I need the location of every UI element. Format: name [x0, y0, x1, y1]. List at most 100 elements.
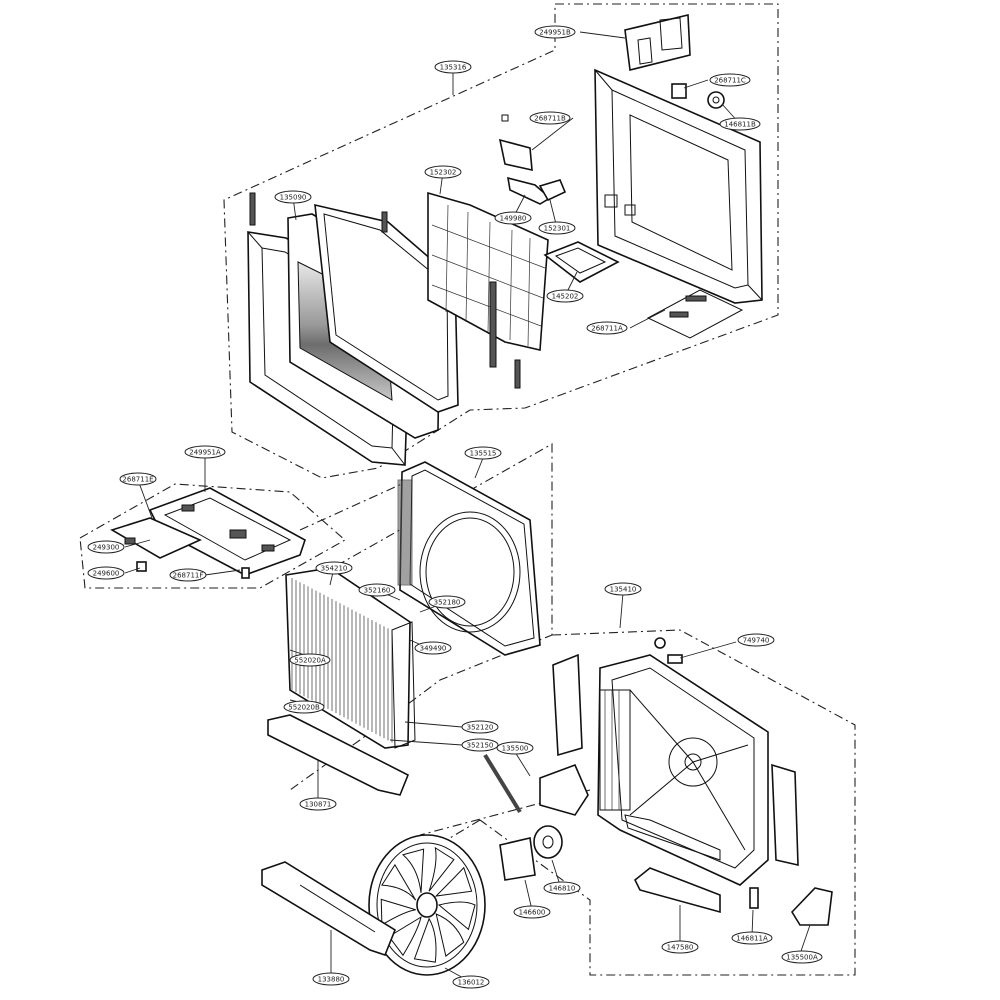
control-panel-plate	[110, 517, 202, 559]
part-label-152302: 152302	[424, 165, 462, 179]
drain-pan	[633, 867, 721, 914]
svg-text:249300: 249300	[93, 544, 120, 552]
fan-blade	[413, 917, 437, 963]
part-label-135500: 135500	[496, 741, 534, 755]
intake-frame	[249, 192, 459, 413]
svg-text:352150: 352150	[467, 742, 494, 750]
knob-parts	[671, 83, 725, 109]
control-cover-bracket	[624, 13, 691, 71]
side-panel-right	[771, 763, 799, 867]
svg-text:135500: 135500	[502, 745, 529, 753]
svg-text:552020A: 552020A	[294, 657, 326, 665]
svg-text:147580: 147580	[667, 944, 694, 952]
part-label-135316: 135316	[434, 60, 472, 74]
fan-blade	[401, 848, 425, 893]
air-filter	[427, 191, 549, 389]
relay-part	[241, 567, 250, 579]
base-tray-left	[267, 714, 410, 796]
cabinet-front-frame	[594, 68, 763, 304]
part-label-352180: 352180	[428, 595, 466, 609]
part-label-149980: 149980	[494, 211, 532, 225]
capacitor-part	[749, 887, 759, 909]
svg-text:149980: 149980	[500, 215, 527, 223]
tray-part	[543, 241, 620, 283]
part-label-268711f: 268711F	[169, 568, 207, 582]
svg-text:749740: 749740	[743, 637, 770, 645]
cabinet-housing	[597, 654, 769, 886]
part-label-249951b: 249951B	[534, 25, 576, 39]
part-label-135515: 135515	[464, 446, 502, 460]
axial-fan-blade	[368, 834, 486, 976]
switch-part	[136, 561, 147, 572]
motor-bracket	[539, 763, 589, 816]
part-label-146810: 146810	[543, 881, 581, 895]
hinge-parts	[646, 289, 744, 339]
svg-text:133880: 133880	[318, 976, 345, 984]
part-label-249951a: 249951A	[184, 445, 226, 459]
copper-pipe	[483, 753, 522, 814]
svg-text:146811A: 146811A	[736, 935, 768, 943]
svg-text:152302: 152302	[430, 169, 457, 177]
svg-text:152301: 152301	[544, 225, 571, 233]
part-label-133880: 133880	[312, 972, 350, 986]
corner-bracket	[790, 887, 833, 926]
svg-text:268711C: 268711C	[714, 77, 746, 85]
part-label-352120: 352120	[461, 720, 499, 734]
part-label-146600: 146600	[513, 905, 551, 919]
svg-text:552020B: 552020B	[288, 704, 320, 712]
fan-blade	[435, 913, 465, 957]
svg-text:135316: 135316	[440, 64, 467, 72]
part-label-268711a: 268711A	[586, 321, 628, 335]
svg-text:145202: 145202	[552, 293, 579, 301]
svg-text:135410: 135410	[610, 586, 637, 594]
part-label-135410: 135410	[604, 582, 642, 596]
svg-text:135090: 135090	[280, 194, 307, 202]
fan-blade	[437, 901, 476, 931]
part-label-354210: 354210	[315, 561, 353, 575]
part-label-352150: 352150	[461, 738, 499, 752]
svg-text:135515: 135515	[470, 450, 497, 458]
svg-text:249951B: 249951B	[539, 29, 571, 37]
switch-bracket	[498, 138, 567, 205]
part-label-268711e: 268711E	[119, 472, 157, 486]
part-label-249600: 249600	[87, 566, 125, 580]
part-labels: 249951B 135316 268711C 268711B 146811B 1…	[87, 25, 823, 989]
group-boundary-base-pan	[479, 629, 856, 976]
part-label-352160: 352160	[358, 583, 396, 597]
svg-text:146600: 146600	[519, 909, 546, 917]
group-boundary-control-box	[79, 483, 346, 589]
part-label-135500a: 135500A	[781, 950, 823, 964]
fan-blade	[428, 846, 455, 892]
part-label-349490: 349490	[414, 641, 452, 655]
part-label-146811a: 146811A	[731, 931, 773, 945]
svg-text:352120: 352120	[467, 724, 494, 732]
svg-text:136012: 136012	[458, 979, 485, 987]
part-label-130871: 130871	[299, 797, 337, 811]
svg-text:146811B: 146811B	[724, 121, 756, 129]
svg-text:249951A: 249951A	[189, 449, 221, 457]
svg-text:354210: 354210	[321, 565, 348, 573]
svg-text:268711A: 268711A	[591, 325, 623, 333]
svg-text:135500A: 135500A	[786, 954, 818, 962]
svg-text:349490: 349490	[420, 645, 447, 653]
svg-text:268711F: 268711F	[173, 572, 204, 580]
svg-text:352180: 352180	[434, 599, 461, 607]
svg-text:268711E: 268711E	[122, 476, 153, 484]
boundary-link-4	[419, 789, 591, 836]
part-label-135090: 135090	[274, 190, 312, 204]
part-label-152301: 152301	[538, 221, 576, 235]
fan-blade	[381, 863, 417, 901]
part-label-552020a: 552020A	[289, 653, 331, 667]
part-label-552020b: 552020B	[283, 700, 325, 714]
small-clip	[501, 114, 509, 122]
svg-text:146810: 146810	[549, 885, 576, 893]
fan-motor	[499, 825, 563, 881]
fan-shroud	[397, 461, 541, 656]
base-rail	[261, 861, 396, 956]
valve-part	[654, 637, 683, 664]
part-label-268711c: 268711C	[709, 73, 751, 87]
part-label-136012: 136012	[452, 975, 490, 989]
part-label-146811b: 146811B	[719, 117, 761, 131]
fan-blade	[434, 866, 473, 897]
